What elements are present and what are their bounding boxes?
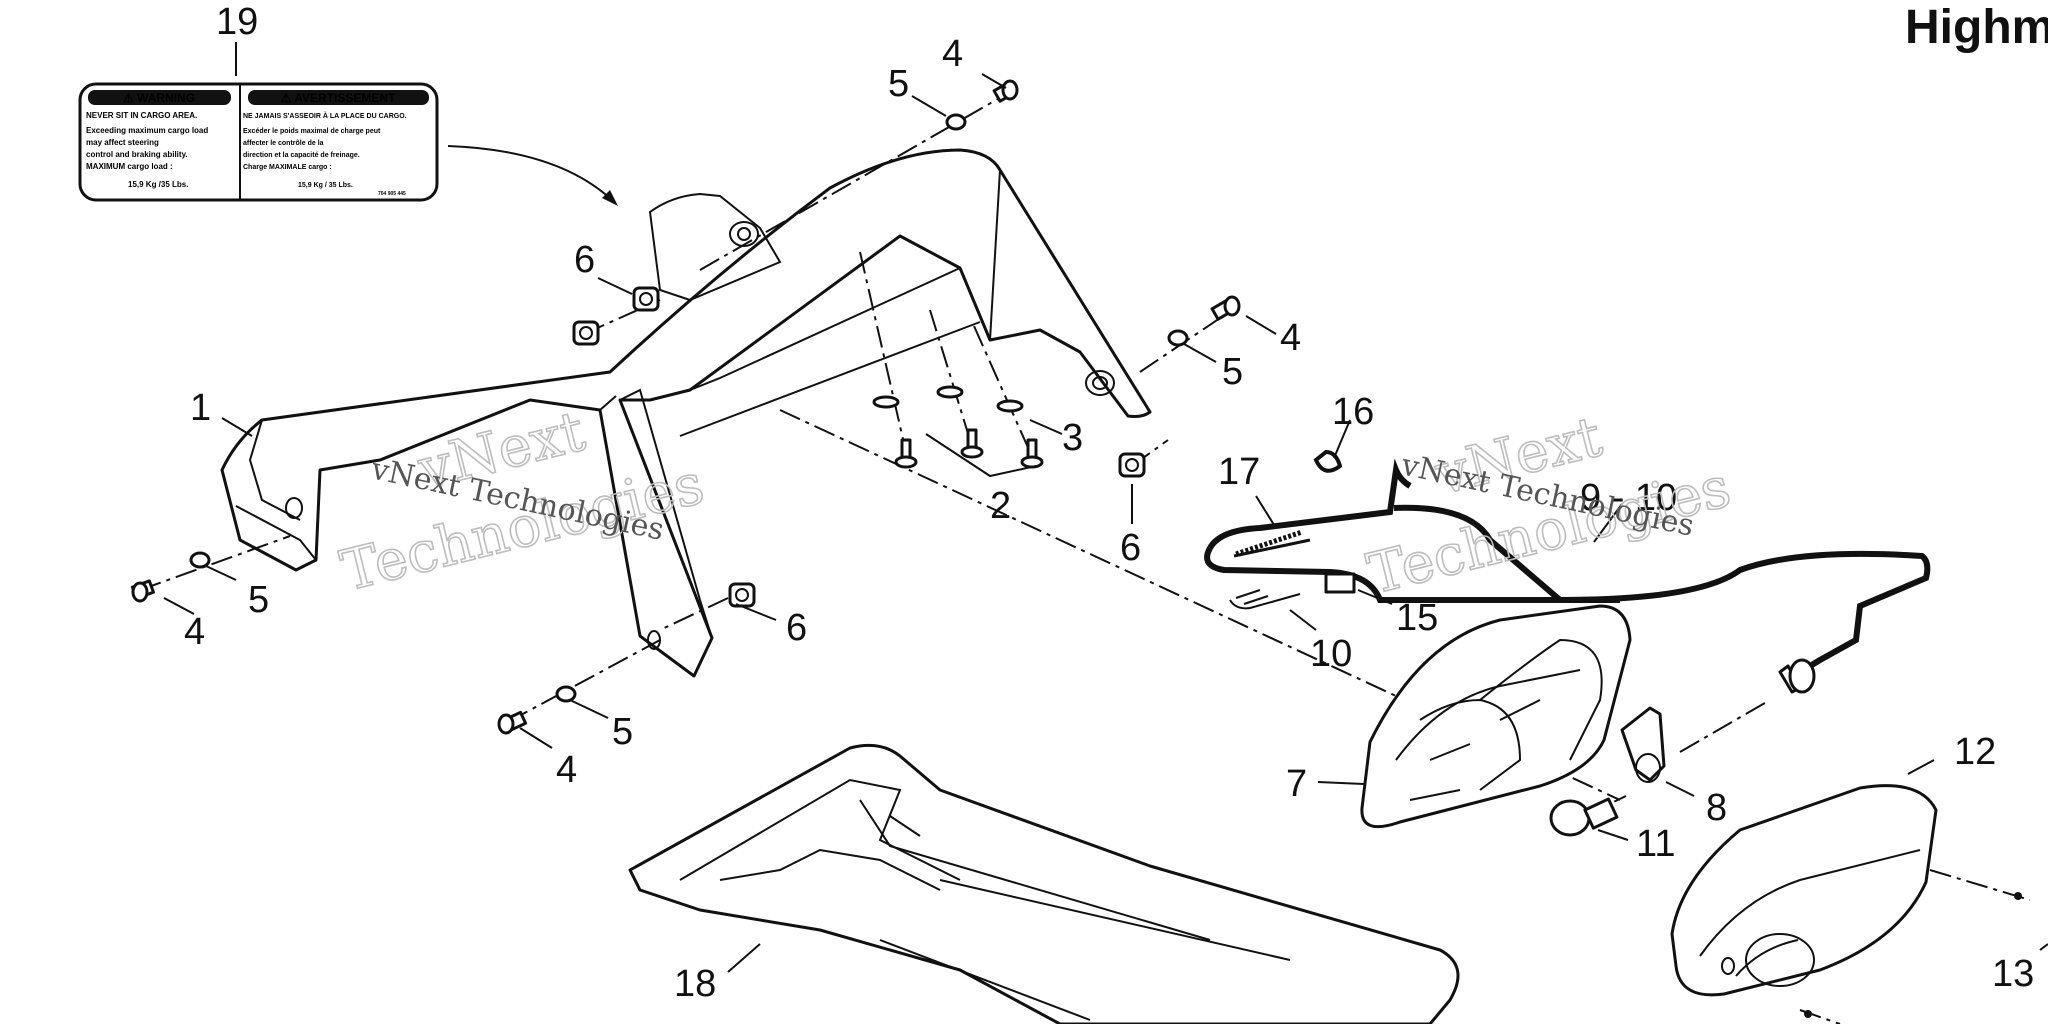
callout-6-lower: 6: [786, 607, 807, 649]
callout-9-10: 9 - 10: [1580, 477, 1677, 519]
callout-1: 1: [190, 387, 211, 429]
callout-15: 15: [1396, 597, 1438, 639]
hardware-lower: [497, 639, 661, 735]
callout-5-right: 5: [1222, 351, 1243, 393]
callout-4-top: 4: [942, 33, 963, 75]
lens-axis-line: [1929, 869, 2031, 901]
callout-17: 17: [1218, 451, 1260, 493]
bulb-socket: [1620, 706, 1666, 783]
callout-6-top: 6: [574, 239, 595, 281]
svg-text:MAXIMUM cargo load :: MAXIMUM cargo load :: [86, 162, 173, 171]
svg-text:15,9 Kg /35 Lbs.: 15,9 Kg /35 Lbs.: [128, 180, 188, 189]
decal-arrow: [447, 145, 615, 203]
wire-harness: [1204, 449, 1931, 694]
callout-19: 19: [216, 1, 258, 43]
svg-text:Charge MAXIMALE cargo :: Charge MAXIMALE cargo :: [243, 164, 332, 171]
hardware-top: [699, 79, 1019, 271]
page-title: Highm: [1905, 1, 2048, 54]
callout-5-left: 5: [248, 579, 269, 621]
callout-18: 18: [674, 963, 716, 1005]
socket-axis-line: [1679, 699, 1771, 753]
callout-10: 10: [1310, 633, 1352, 675]
callout-4-lower: 4: [556, 749, 577, 791]
callout-5-top: 5: [888, 63, 909, 105]
nuts: [572, 286, 1169, 631]
svg-text:15,9 Kg / 35 Lbs.: 15,9 Kg / 35 Lbs.: [298, 182, 353, 189]
bulb: [1549, 795, 1627, 837]
callout-11: 11: [1636, 823, 1675, 865]
rivets-and-washers: [859, 251, 1044, 469]
svg-text:NE JAMAIS S'ASSEOIR À LA PLACE: NE JAMAIS S'ASSEOIR À LA PLACE DU CARGO.: [243, 111, 407, 120]
decal-left-header: ⚠ WARNING: [123, 91, 195, 105]
callout-13: 13: [1992, 953, 2034, 995]
leader-lines: [163, 42, 2048, 973]
svg-text:Exceeding maximum cargo load: Exceeding maximum cargo load: [86, 126, 208, 135]
warning-decal: ⚠ WARNING ⚠ AVERTISSEMENT NEVER SIT IN C…: [78, 82, 439, 202]
callout-12: 12: [1954, 731, 1996, 773]
hardware-left: [130, 535, 291, 603]
svg-text:direction et la capacité de fr: direction et la capacité de freinage.: [243, 152, 360, 159]
hardware-right: [1139, 295, 1241, 373]
svg-text:affecter le contrôle de la: affecter le contrôle de la: [243, 140, 324, 147]
lower-screw-axis: [1799, 1009, 1841, 1024]
callout-16: 16: [1332, 391, 1374, 433]
decal-left-text: NEVER SIT IN CARGO AREA. Exceeding maxim…: [86, 111, 208, 189]
svg-text:704 905 445: 704 905 445: [378, 191, 406, 197]
cargo-rack: [220, 148, 1152, 678]
callout-5-lower: 5: [612, 711, 633, 753]
callout-2: 2: [990, 485, 1011, 527]
decal-right-header: ⚠ AVERTISSEMENT: [281, 91, 396, 105]
callout-8: 8: [1706, 787, 1727, 829]
svg-text:control and braking ability.: control and braking ability.: [86, 150, 188, 159]
svg-text:NEVER SIT IN CARGO AREA.: NEVER SIT IN CARGO AREA.: [86, 111, 197, 120]
cargo-mat: [628, 743, 1460, 1024]
callout-6-right: 6: [1120, 527, 1141, 569]
lens-screw: [2014, 892, 2022, 900]
callout-3: 3: [1062, 417, 1083, 459]
svg-text:Excéder le poids maximal de ch: Excéder le poids maximal de charge peut: [243, 128, 381, 135]
callouts: 19 1 2 3 4 5 6 4 5 6 6 4 5 4 5 16 17 9 -…: [184, 1, 2034, 1005]
callout-4-right: 4: [1280, 317, 1301, 359]
svg-text:may affect steering: may affect steering: [86, 138, 159, 147]
callout-7: 7: [1286, 763, 1307, 805]
callout-4-left: 4: [184, 611, 205, 653]
tail-lamp-lens: [1670, 784, 1938, 997]
tail-lamp-housing: [1360, 604, 1632, 829]
decal-arrow-head: [602, 190, 618, 206]
decal-right-text: NE JAMAIS S'ASSEOIR À LA PLACE DU CARGO.…: [243, 111, 407, 197]
